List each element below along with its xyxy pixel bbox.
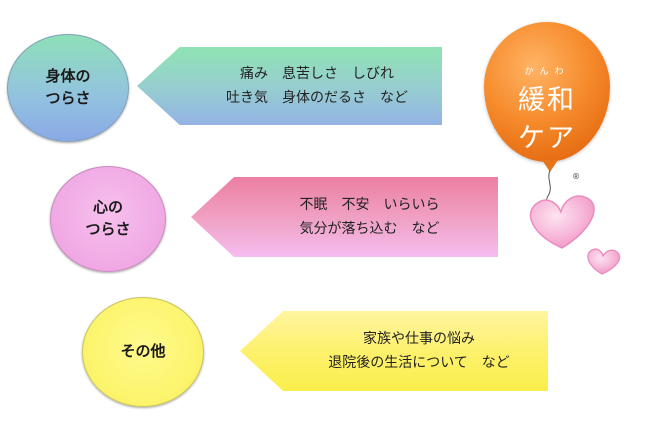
balloon-icon: [484, 22, 610, 162]
palliative-care-logo: かんわ 緩和 ケア ®: [480, 22, 630, 282]
other-concerns-circle: その他: [82, 297, 204, 407]
logo-text-line1: 緩和: [518, 85, 576, 116]
other-detail-arrow: 家族や仕事の悩み 退院後の生活について など: [240, 311, 548, 391]
logo-ruby: かんわ: [524, 67, 570, 77]
physical-distress-circle: 身体の つらさ: [7, 34, 129, 142]
physical-detail-line1: 痛み 息苦しさ しびれ: [240, 65, 394, 82]
other-label: その他: [120, 342, 166, 361]
mental-detail-line1: 不眠 不安 いらいら: [299, 196, 440, 213]
physical-detail-arrow: 痛み 息苦しさ しびれ 吐き気 身体のだるさ など: [137, 47, 442, 125]
other-detail-line1: 家族や仕事の悩み: [363, 330, 475, 347]
mental-detail-arrow: 不眠 不安 いらいら 気分が落ち込む など: [191, 177, 498, 257]
logo-text-line2: ケア: [518, 123, 576, 154]
physical-label-line2: つらさ: [45, 89, 91, 107]
physical-label-line1: 身体の: [45, 67, 91, 86]
mental-distress-circle: 心の つらさ: [50, 166, 166, 272]
mental-label-line1: 心の: [92, 198, 123, 217]
balloon-knot-icon: [542, 160, 558, 172]
other-detail-line2: 退院後の生活について など: [328, 355, 510, 371]
registered-mark: ®: [572, 172, 580, 181]
hearts-icon: [529, 195, 621, 275]
mental-detail-line2: 気分が落ち込む など: [299, 221, 440, 237]
mental-label-line2: つらさ: [85, 220, 131, 238]
physical-detail-line2: 吐き気 身体のだるさ など: [226, 90, 408, 106]
